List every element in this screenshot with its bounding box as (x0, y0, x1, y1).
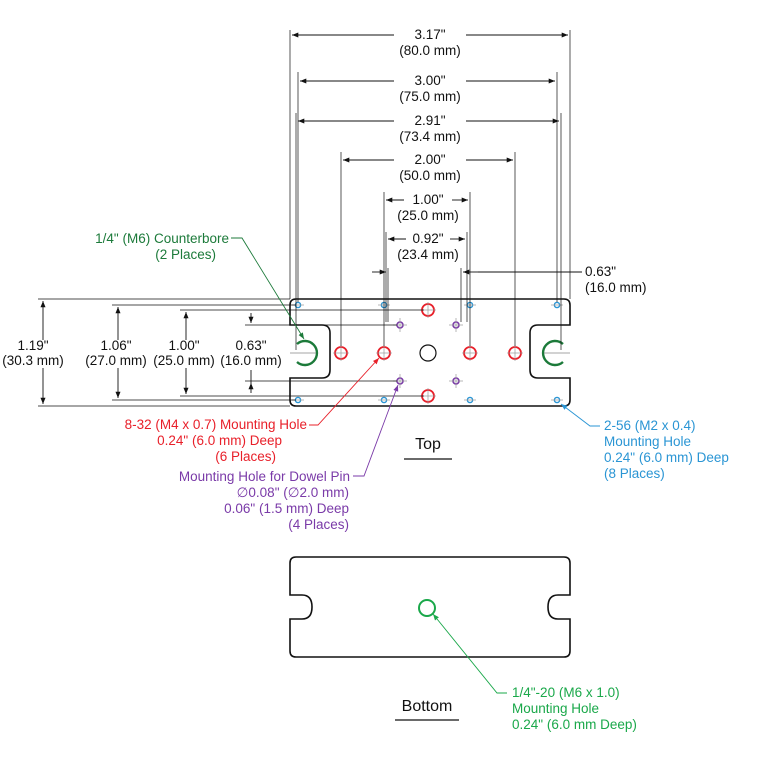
dim-2-91-mm: (73.4 mm) (399, 129, 461, 144)
bottom-plate-outline (289, 556, 571, 658)
mount-8-32-label-1: 8-32 (M4 x 0.7) Mounting Hole (125, 417, 307, 432)
callout-8-32: 8-32 (M4 x 0.7) Mounting Hole 0.24" (6.0… (125, 357, 380, 464)
callout-dowel: Mounting Hole for Dowel Pin ∅0.08" (∅2.0… (179, 384, 399, 532)
dim-2-91: 2.91" (414, 113, 445, 128)
dim-3-17: 3.17" (414, 27, 445, 42)
view-label-top: Top (415, 436, 441, 453)
dim-v-1-19: 1.19" (17, 338, 48, 353)
horizontal-dim-lines (292, 32, 582, 275)
vertical-dim-lines (40, 301, 254, 404)
bottom-hole-label-1: 1/4"-20 (M6 x 1.0) (512, 685, 620, 700)
dim-3-17-mm: (80.0 mm) (399, 43, 461, 58)
mount-2-56-label-1: 2-56 (M2 x 0.4) (604, 418, 696, 433)
dimension-texts: 3.17" (80.0 mm) 3.00" (75.0 mm) 2.91" (7… (2, 27, 646, 368)
dowel-label-4: (4 Places) (288, 517, 349, 532)
mount-2-56-label-2: Mounting Hole (604, 434, 691, 449)
dowel-label-3: 0.06" (1.5 mm) Deep (224, 501, 349, 516)
dim-0-63-h: 0.63" (585, 264, 616, 279)
extension-lines (38, 30, 571, 407)
dim-2-00-mm: (50.0 mm) (399, 168, 461, 183)
dim-3-00-mm: (75.0 mm) (399, 89, 461, 104)
center-hole (419, 344, 437, 362)
mount-2-56-label-3: 0.24" (6.0 mm) Deep (604, 450, 729, 465)
dim-v-1-06: 1.06" (100, 338, 131, 353)
dim-2-00: 2.00" (414, 152, 445, 167)
dim-3-00: 3.00" (414, 73, 445, 88)
dowel-label-2: ∅0.08" (∅2.0 mm) (237, 485, 349, 500)
bottom-hole-label-2: Mounting Hole (512, 701, 599, 716)
dim-1-00-mm: (25.0 mm) (397, 208, 459, 223)
view-label-bottom: Bottom (402, 698, 453, 715)
counterbore-right (541, 339, 570, 367)
callout-counterbore: 1/4" (M6) Counterbore (2 Places) (95, 231, 305, 340)
dim-v-1-06-mm: (27.0 mm) (85, 353, 147, 368)
bottom-mounting-hole (418, 599, 436, 617)
dim-0-92: 0.92" (412, 231, 443, 246)
mount-2-56-label-4: (8 Places) (604, 466, 665, 481)
blue-crosshairs (292, 304, 563, 401)
dim-v-1-00-mm: (25.0 mm) (153, 353, 215, 368)
counterbore-left (290, 339, 319, 367)
dim-v-1-19-mm: (30.3 mm) (2, 353, 64, 368)
dowel-crosshairs (393, 318, 463, 388)
bottom-hole-label-3: 0.24" (6.0 mm Deep) (512, 717, 637, 732)
callout-bottom-hole: 1/4"-20 (M6 x 1.0) Mounting Hole 0.24" (… (432, 613, 637, 732)
counterbore-label-1: 1/4" (M6) Counterbore (95, 231, 229, 246)
dowel-holes (396, 321, 460, 385)
dim-v-0-63: 0.63" (235, 338, 266, 353)
mount-8-32-label-3: (6 Places) (215, 449, 276, 464)
dim-0-63-h-mm: (16.0 mm) (585, 280, 647, 295)
dim-1-00: 1.00" (412, 192, 443, 207)
mount-8-32-holes (334, 303, 522, 403)
dim-v-0-63-mm: (16.0 mm) (220, 353, 282, 368)
dim-v-1-00: 1.00" (168, 338, 199, 353)
callout-2-56: 2-56 (M2 x 0.4) Mounting Hole 0.24" (6.0… (560, 403, 729, 481)
mount-8-32-label-2: 0.24" (6.0 mm) Deep (157, 433, 282, 448)
counterbore-label-2: (2 Places) (155, 247, 216, 262)
red-hole-crosshairs (333, 302, 523, 404)
dim-0-92-mm: (23.4 mm) (397, 247, 459, 262)
dowel-label-1: Mounting Hole for Dowel Pin (179, 469, 350, 484)
